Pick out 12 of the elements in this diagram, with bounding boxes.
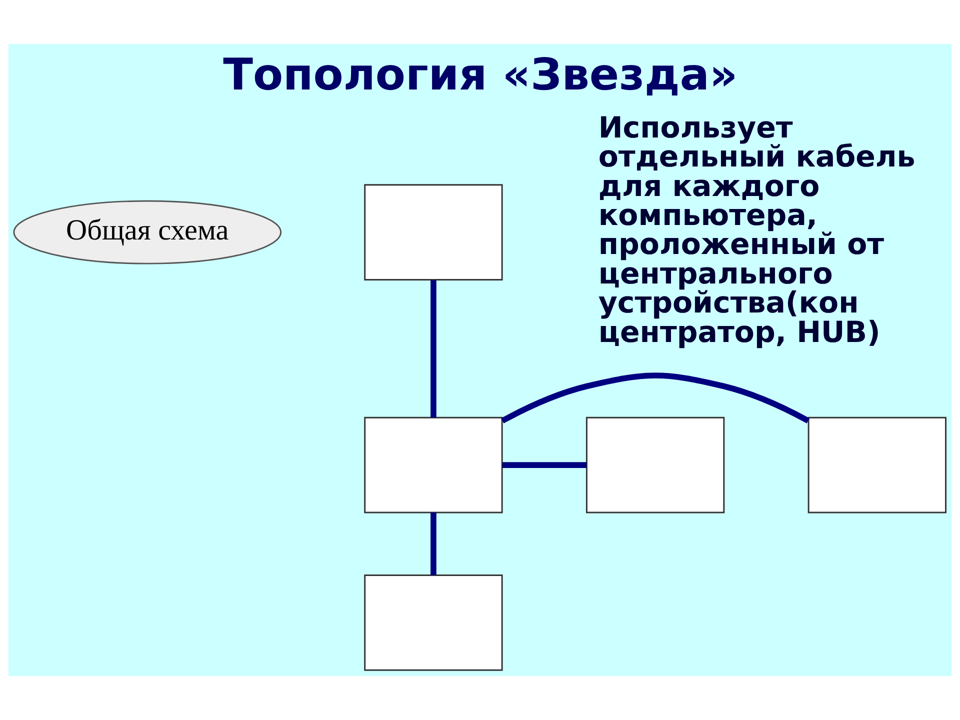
node-box [586,416,725,514]
connector [430,280,436,418]
label: Использует отдельный кабель для каждого компьютера, проложенный от центрального устройства(кон центратор, HUB) [598,110,916,349]
node-ellipse: Общая схема [13,200,282,264]
connector [502,462,587,468]
diagram-title: Топология «Звезда» [223,49,738,100]
node-box [364,416,503,514]
connector [501,372,810,424]
connector [430,512,436,576]
node-box [808,416,946,514]
node-box [364,574,503,671]
node-box [364,184,503,280]
